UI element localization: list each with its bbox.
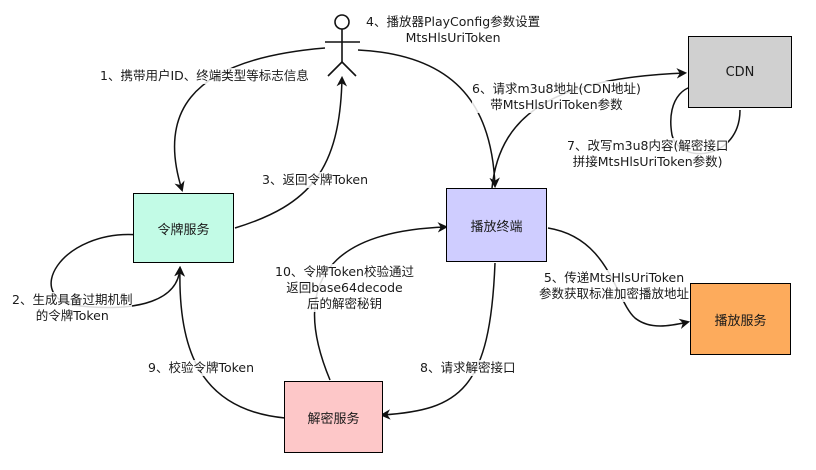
edge-10-label-line2: 返回base64decode — [286, 280, 403, 295]
edge-4-label-line2: MtsHlsUriToken — [405, 30, 501, 45]
edge-7-label-line1: 7、改写m3u8内容(解密接口 — [567, 138, 729, 153]
edge-8-label: 8、请求解密接口 — [420, 360, 516, 376]
edge-4-arrow — [357, 49, 500, 189]
edge-1-label: 1、携带用户ID、终端类型等标志信息 — [100, 68, 309, 84]
edge-5-label: 5、传递MtsHlsUriToken 参数获取标准加密播放地址 — [539, 270, 690, 302]
edge-6-label-line2: 带MtsHlsUriToken参数 — [490, 97, 623, 112]
edge-1-arrow — [173, 47, 326, 193]
edge-9-label: 9、校验令牌Token — [148, 360, 255, 376]
edge-6-label-line1: 6、请求m3u8地址(CDN地址) — [472, 81, 641, 96]
edge-7-label: 7、改写m3u8内容(解密接口 拼接MtsHlsUriToken参数) — [567, 138, 729, 170]
edge-10-label-line3: 后的解密秘钥 — [306, 296, 382, 311]
token-service-node: 令牌服务 — [133, 193, 234, 263]
edge-3-label: 3、返回令牌Token — [262, 172, 369, 188]
edge-4-label: 4、播放器PlayConfig参数设置 MtsHlsUriToken — [366, 14, 541, 46]
play-service-node: 播放服务 — [690, 283, 791, 355]
edge-6-label: 6、请求m3u8地址(CDN地址) 带MtsHlsUriToken参数 — [472, 81, 641, 113]
edge-7-label-line2: 拼接MtsHlsUriToken参数) — [572, 154, 723, 169]
edge-5-arrow — [547, 227, 691, 329]
edge-10-label-line1: 10、令牌Token校验通过 — [275, 264, 414, 279]
edge-2-label-line2: 的令牌Token — [35, 308, 109, 323]
edge-10-arrow — [313, 222, 449, 381]
edge-3-arrow — [234, 75, 348, 229]
user-actor-icon — [325, 14, 360, 77]
edge-8-arrow — [379, 262, 496, 420]
edge-5-label-line2: 参数获取标准加密播放地址 — [539, 286, 690, 301]
edge-5-label-line1: 5、传递MtsHlsUriToken — [543, 270, 685, 285]
edge-10-label: 10、令牌Token校验通过 返回base64decode 后的解密秘钥 — [275, 264, 414, 312]
edge-2-label: 2、生成具备过期机制 的令牌Token — [12, 292, 133, 324]
edge-4-label-line1: 4、播放器PlayConfig参数设置 — [366, 14, 541, 29]
player-node: 播放终端 — [446, 188, 547, 262]
decrypt-service-node: 解密服务 — [284, 381, 383, 453]
cdn-node: CDN — [688, 36, 792, 108]
edge-2-label-line1: 2、生成具备过期机制 — [12, 292, 133, 307]
edge-9-arrow — [174, 265, 286, 419]
